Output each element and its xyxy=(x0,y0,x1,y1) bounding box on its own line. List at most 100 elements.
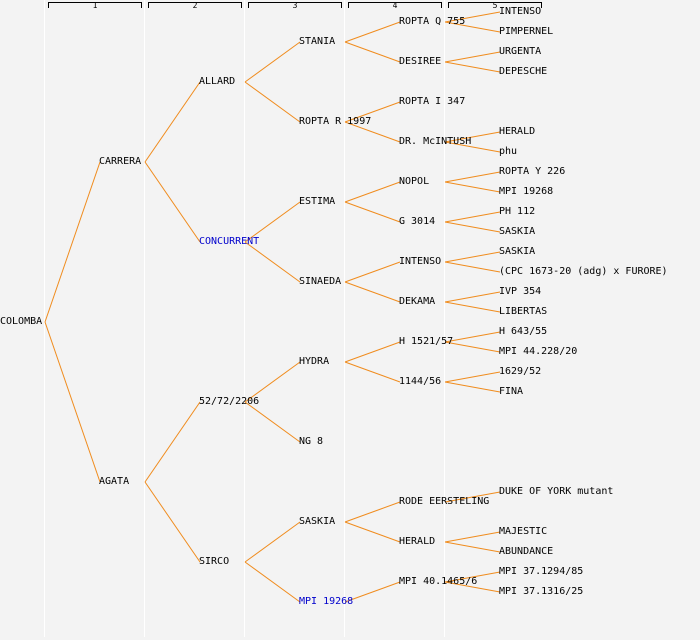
ancestor-gen-2: 52/72/2206 xyxy=(199,396,260,407)
ancestor-gen-4: HERALD xyxy=(399,536,436,547)
parent-link xyxy=(144,481,201,563)
ancestor-gen-1: AGATA xyxy=(99,476,130,487)
root-variety: COLOMBA xyxy=(0,316,43,327)
ancestor-gen-4: DESIREE xyxy=(399,56,442,67)
parent-link xyxy=(344,281,401,303)
parent-link xyxy=(344,201,401,223)
parent-link xyxy=(444,21,501,33)
parent-link xyxy=(344,41,401,63)
parent-link xyxy=(344,581,401,603)
ancestor-gen-4: MPI 40.1465/6 xyxy=(399,576,478,587)
parent-link xyxy=(444,381,501,393)
ancestor-gen-5: H 643/55 xyxy=(499,326,548,337)
parent-link xyxy=(244,361,301,403)
generation-bracket xyxy=(148,2,242,8)
column-separator xyxy=(244,0,245,637)
parent-link xyxy=(344,121,401,143)
parent-link xyxy=(444,291,501,303)
generation-bracket xyxy=(48,2,142,8)
parent-link xyxy=(444,371,501,383)
ancestor-gen-5: URGENTA xyxy=(499,46,542,57)
generation-label: 1 xyxy=(92,1,98,10)
ancestor-gen-5: MAJESTIC xyxy=(499,526,548,537)
generation-bracket xyxy=(448,2,542,8)
parent-link xyxy=(344,261,401,283)
generation-label: 5 xyxy=(492,1,498,10)
parent-link xyxy=(344,101,401,123)
parent-link xyxy=(44,321,101,483)
parent-link xyxy=(444,541,501,553)
ancestor-gen-4: INTENSO xyxy=(399,256,442,267)
ancestor-gen-4: NOPOL xyxy=(399,176,430,187)
ancestor-gen-4: DR. McINTUSH xyxy=(399,136,472,147)
ancestor-gen-5: HERALD xyxy=(499,126,536,137)
ancestor-gen-5: ROPTA Y 226 xyxy=(499,166,566,177)
ancestor-gen-1: CARRERA xyxy=(99,156,142,167)
generation-bracket xyxy=(348,2,442,8)
column-separator xyxy=(144,0,145,637)
parent-link xyxy=(444,171,501,183)
column-separator xyxy=(444,0,445,637)
parent-link xyxy=(444,491,501,503)
parent-link xyxy=(344,181,401,203)
parent-link xyxy=(144,401,201,483)
parent-link xyxy=(444,11,501,23)
ancestor-gen-3: ROPTA R 1997 xyxy=(299,116,372,127)
ancestor-gen-5: DEPESCHE xyxy=(499,66,548,77)
column-separator xyxy=(44,0,45,637)
ancestor-gen-5: MPI 37.1316/25 xyxy=(499,586,584,597)
ancestor-gen-5: 1629/52 xyxy=(499,366,542,377)
parent-link xyxy=(444,181,501,193)
parent-link xyxy=(244,201,301,243)
parent-link xyxy=(344,501,401,523)
ancestor-gen-2[interactable]: CONCURRENT xyxy=(199,236,260,247)
parent-link xyxy=(444,211,501,223)
generation-label: 3 xyxy=(292,1,298,10)
ancestor-gen-5: SASKIA xyxy=(499,246,536,257)
ancestor-gen-4: DEKAMA xyxy=(399,296,436,307)
parent-link xyxy=(444,131,501,143)
parent-link xyxy=(344,341,401,363)
parent-link xyxy=(244,521,301,563)
ancestor-gen-5: DUKE OF YORK mutant xyxy=(499,486,614,497)
parent-link xyxy=(244,241,301,283)
parent-link xyxy=(444,531,501,543)
parent-link xyxy=(444,141,501,153)
ancestor-gen-5: MPI 44.228/20 xyxy=(499,346,578,357)
ancestor-gen-3: SASKIA xyxy=(299,516,336,527)
ancestor-gen-5: (CPC 1673-20 (adg) x FURORE) xyxy=(499,266,668,277)
ancestor-gen-5: LIBERTAS xyxy=(499,306,548,317)
ancestor-gen-4: H 1521/57 xyxy=(399,336,454,347)
generation-label: 2 xyxy=(192,1,198,10)
parent-link xyxy=(444,61,501,73)
parent-link xyxy=(444,251,501,263)
ancestor-gen-5: PIMPERNEL xyxy=(499,26,554,37)
ancestor-gen-4: G 3014 xyxy=(399,216,436,227)
parent-link xyxy=(244,81,301,123)
parent-link xyxy=(244,561,301,603)
ancestor-gen-2: ALLARD xyxy=(199,76,236,87)
parent-link xyxy=(444,341,501,353)
parent-link xyxy=(344,521,401,543)
parent-link xyxy=(444,221,501,233)
ancestor-gen-5: SASKIA xyxy=(499,226,536,237)
parent-link xyxy=(444,581,501,593)
ancestor-gen-5: MPI 37.1294/85 xyxy=(499,566,584,577)
generation-label: 4 xyxy=(392,1,398,10)
generation-bracket xyxy=(248,2,342,8)
ancestor-gen-3: SINAEDA xyxy=(299,276,342,287)
parent-link xyxy=(444,331,501,343)
ancestor-gen-5: phu xyxy=(499,146,518,157)
parent-link xyxy=(244,41,301,83)
ancestor-gen-3: STANIA xyxy=(299,36,336,47)
parent-link xyxy=(144,161,201,243)
ancestor-gen-3[interactable]: MPI 19268 xyxy=(299,596,354,607)
ancestor-gen-4: ROPTA I 347 xyxy=(399,96,466,107)
ancestor-gen-5: PH 112 xyxy=(499,206,536,217)
ancestor-gen-4: RODE EERSTELING xyxy=(399,496,490,507)
ancestor-gen-5: FINA xyxy=(499,386,524,397)
ancestor-gen-4: 1144/56 xyxy=(399,376,442,387)
ancestor-gen-3: HYDRA xyxy=(299,356,330,367)
